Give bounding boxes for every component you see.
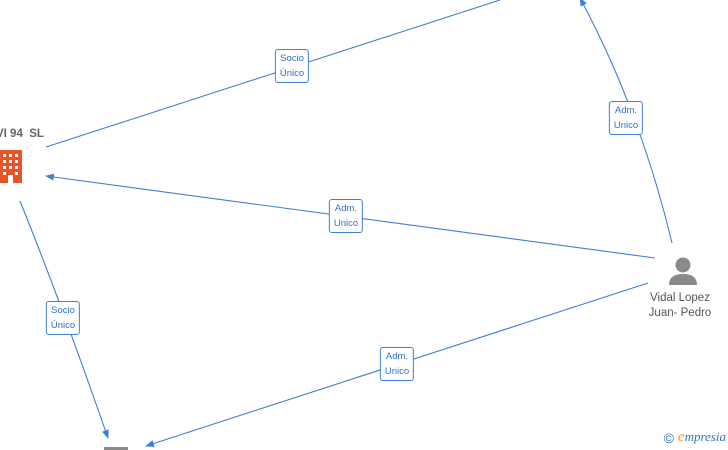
edge-label-adm-unico-middle[interactable]: Adm. Unico xyxy=(328,199,364,233)
person-name-line1: Vidal Lopez xyxy=(650,292,710,304)
edge-label-line1: Socio xyxy=(51,305,75,316)
company-building-icon[interactable] xyxy=(0,150,22,183)
edge-line-socio-unico-top xyxy=(45,0,501,148)
company-building-icon-bottom[interactable] xyxy=(104,447,128,450)
brand-logo: empresia xyxy=(678,429,726,446)
person-name-line2: Juan- Pedro xyxy=(648,307,712,319)
brand-name: mpresia xyxy=(684,429,726,444)
brand-initial: e xyxy=(677,429,685,445)
edge-label-adm-unico-bottom[interactable]: Adm. Unico xyxy=(379,347,415,381)
company-name-label: VI 94 SL xyxy=(0,128,44,140)
edge-label-line1: Adm. xyxy=(614,105,638,116)
edge-label-line1: Adm. xyxy=(334,203,358,214)
edge-label-line2: Unico xyxy=(333,218,359,229)
edge-label-socio-unico-left[interactable]: Socio Único xyxy=(45,301,81,335)
copyright-icon: © xyxy=(663,429,674,446)
edge-label-line1: Socio xyxy=(280,53,304,64)
empresia-watermark: © empresia xyxy=(664,429,726,446)
edge-label-line2: Único xyxy=(50,320,76,331)
edge-label-socio-unico-top[interactable]: Socio Único xyxy=(274,49,310,83)
person-icon[interactable] xyxy=(669,257,697,286)
edge-label-line2: Unico xyxy=(613,120,639,131)
edge-label-adm-unico-right[interactable]: Adm. Unico xyxy=(608,101,644,135)
edge-label-line1: Adm. xyxy=(385,351,409,362)
edge-label-line2: Unico xyxy=(384,366,410,377)
person-name-label: Vidal Lopez Juan- Pedro xyxy=(620,291,728,321)
edge-label-line2: Único xyxy=(279,68,305,79)
